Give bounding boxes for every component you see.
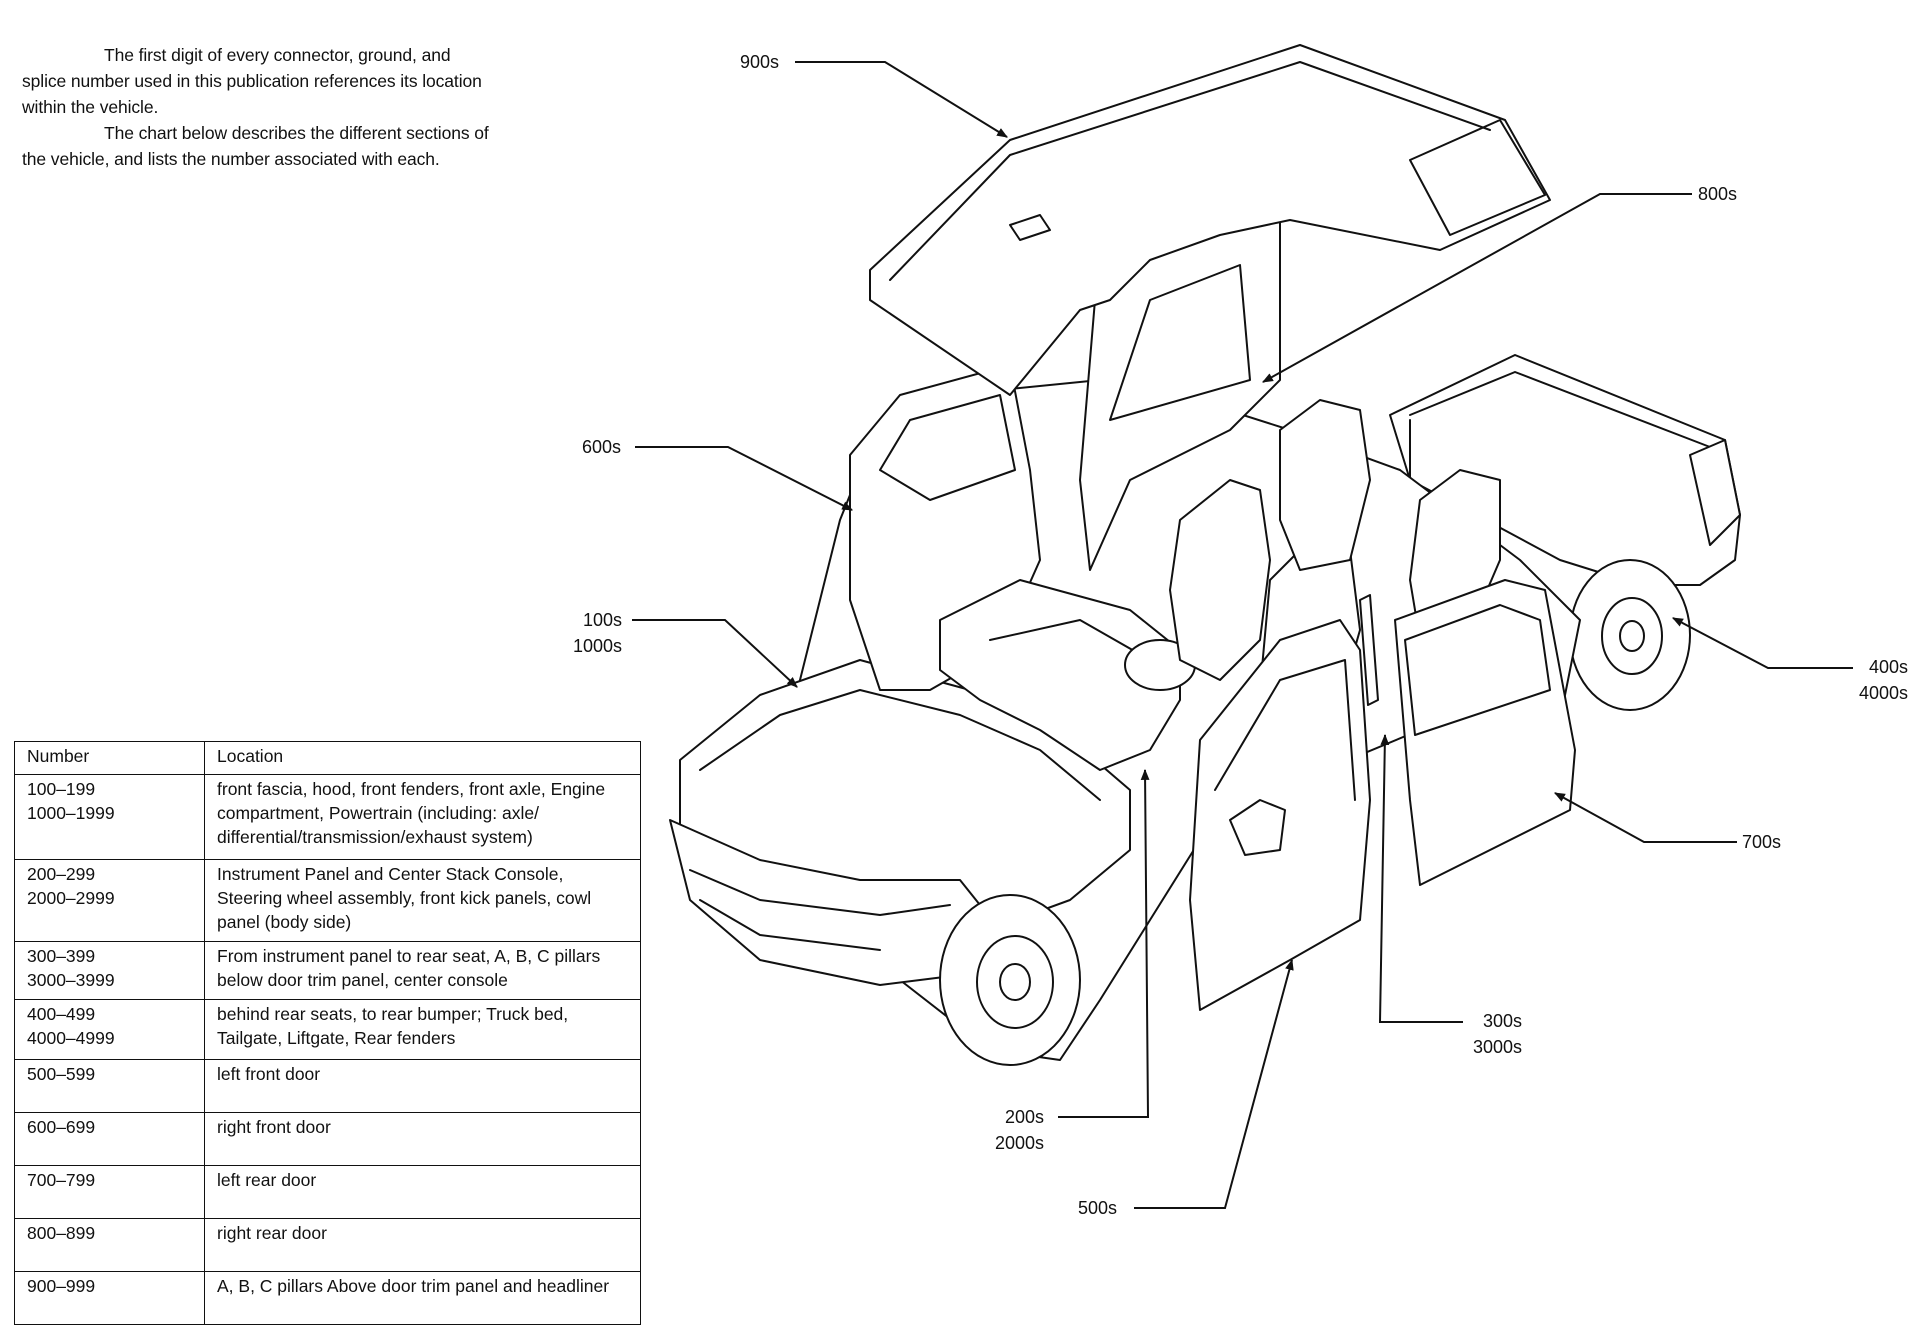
instrument-panel xyxy=(939,579,1181,771)
callout-800s: 800s xyxy=(1698,184,1738,204)
table-row: 900–999 A, B, C pillars Above door trim … xyxy=(14,1271,641,1325)
row-location: A, B, C pillars Above door trim panel an… xyxy=(204,1271,641,1325)
callout-500s: 500s xyxy=(1078,1198,1118,1218)
row-location: From instrument panel to rear seat, A, B… xyxy=(204,941,641,1000)
callout-300s: 300s 3000s xyxy=(1472,1011,1522,1057)
front-seat-right xyxy=(1169,479,1271,681)
row-location: right front door xyxy=(204,1112,641,1166)
row-number: 300–399 3000–3999 xyxy=(14,941,205,1000)
column-header-location: Location xyxy=(204,741,641,775)
table-row: 200–299 2000–2999 Instrument Panel and C… xyxy=(14,859,641,942)
location-table: Number Location 100–199 1000–1999 front … xyxy=(14,741,641,1325)
row-location: behind rear seats, to rear bumper; Truck… xyxy=(204,999,641,1060)
leader-800s xyxy=(1262,193,1692,383)
leader-100s xyxy=(632,619,798,688)
leader-300s xyxy=(1378,733,1463,1023)
dome-light xyxy=(1009,214,1051,241)
b-pillar xyxy=(1359,594,1379,706)
intro-text: The first digit of every connector, grou… xyxy=(22,42,492,172)
tailgate xyxy=(1689,439,1741,546)
vehicle-illustration xyxy=(669,44,1741,1066)
table-row: 700–799 left rear door xyxy=(14,1165,641,1219)
left-rear-door xyxy=(1394,579,1576,886)
table-row: 600–699 right front door xyxy=(14,1112,641,1166)
table-row: 300–399 3000–3999 From instrument panel … xyxy=(14,941,641,1000)
leader-200s xyxy=(1058,768,1150,1118)
side-mirror xyxy=(1229,799,1286,856)
callout-400s: 400s 4000s xyxy=(1858,657,1908,703)
roof-headliner xyxy=(869,44,1551,396)
callout-200s: 200s 2000s xyxy=(994,1107,1044,1153)
column-header-number: Number xyxy=(14,741,205,775)
callout-100s: 100s 1000s xyxy=(572,610,622,656)
row-number: 700–799 xyxy=(14,1165,205,1219)
table-header-row: Number Location xyxy=(14,741,641,775)
row-location: Instrument Panel and Center Stack Consol… xyxy=(204,859,641,942)
leader-lines xyxy=(632,61,1853,1209)
row-location: right rear door xyxy=(204,1218,641,1272)
table-row: 100–199 1000–1999 front fascia, hood, fr… xyxy=(14,774,641,860)
callout-600s: 600s xyxy=(582,437,622,457)
row-number: 900–999 xyxy=(14,1271,205,1325)
rear-seat-right xyxy=(1279,399,1371,571)
intro-paragraph-1: The first digit of every connector, grou… xyxy=(22,45,482,117)
leader-500s xyxy=(1134,958,1294,1209)
row-number: 500–599 xyxy=(14,1059,205,1113)
table-row: 400–499 4000–4999 behind rear seats, to … xyxy=(14,999,641,1060)
row-number: 800–899 xyxy=(14,1218,205,1272)
table-row: 800–899 right rear door xyxy=(14,1218,641,1272)
leader-700s xyxy=(1554,792,1737,843)
row-number: 100–199 1000–1999 xyxy=(14,774,205,860)
row-number: 400–499 4000–4999 xyxy=(14,999,205,1060)
callout-700s: 700s xyxy=(1742,832,1782,852)
callout-900s: 900s xyxy=(740,52,780,72)
leader-600s xyxy=(635,446,853,511)
intro-paragraph-2: The chart below describes the different … xyxy=(22,123,489,169)
leader-400s xyxy=(1672,617,1853,669)
leader-900s xyxy=(795,61,1008,138)
